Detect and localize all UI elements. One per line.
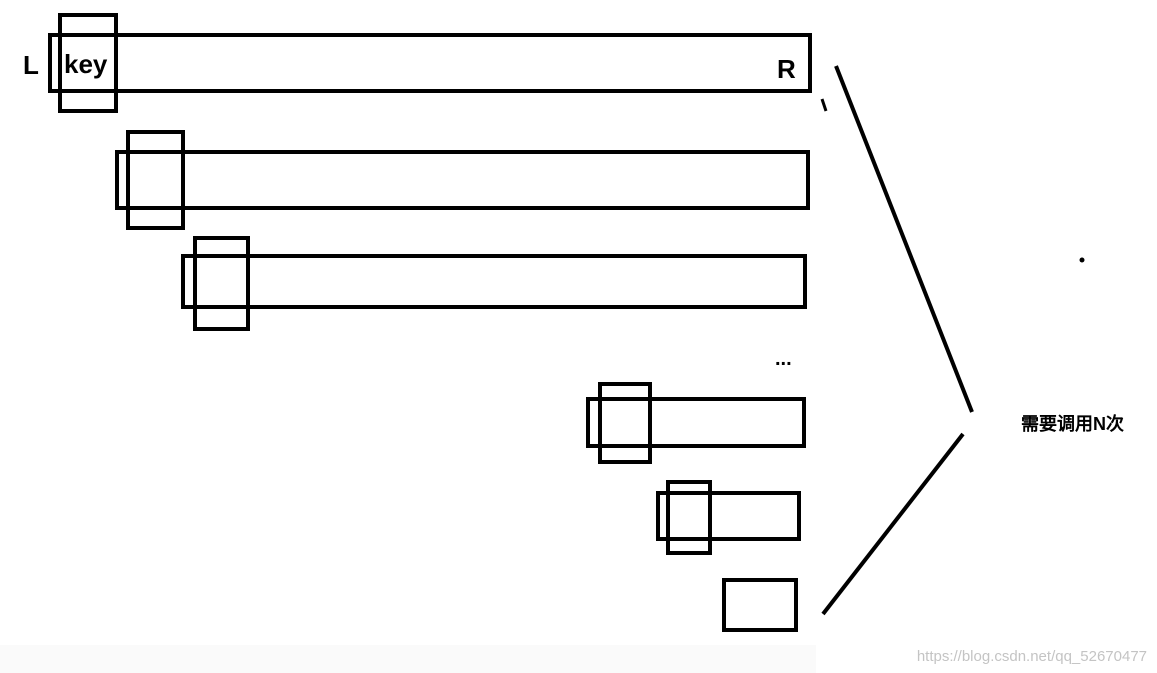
label-key: key: [64, 49, 108, 79]
label-left: L: [23, 50, 39, 80]
bracket-upper-line: [834, 65, 974, 413]
array-level-1: [48, 13, 812, 113]
bracket-tick: [820, 98, 828, 112]
array-bar-6: [722, 578, 798, 632]
key-box-2: [126, 130, 185, 230]
key-box-4: [598, 382, 652, 464]
array-bar-4: [586, 397, 806, 448]
label-right: R: [777, 54, 796, 84]
watermark: https://blog.csdn.net/qq_52670477: [917, 648, 1147, 665]
array-bar-1: [48, 33, 812, 93]
key-box-1: [58, 13, 118, 113]
label-calls: 需要调用N次: [1021, 413, 1124, 434]
key-box-5: [666, 480, 712, 555]
bracket-lower-line: [821, 432, 965, 616]
array-bar-2: [115, 150, 810, 210]
array-bar-3: [181, 254, 807, 309]
stray-dot: [1079, 257, 1085, 263]
bottom-band: [0, 645, 816, 673]
key-box-3: [193, 236, 250, 331]
label-ellipsis: ...: [775, 348, 792, 370]
array-level-5: [656, 480, 801, 555]
array-level-2: [115, 130, 810, 230]
array-level-4: [586, 382, 806, 464]
array-bar-5: [656, 491, 801, 541]
array-level-3: [181, 236, 807, 331]
